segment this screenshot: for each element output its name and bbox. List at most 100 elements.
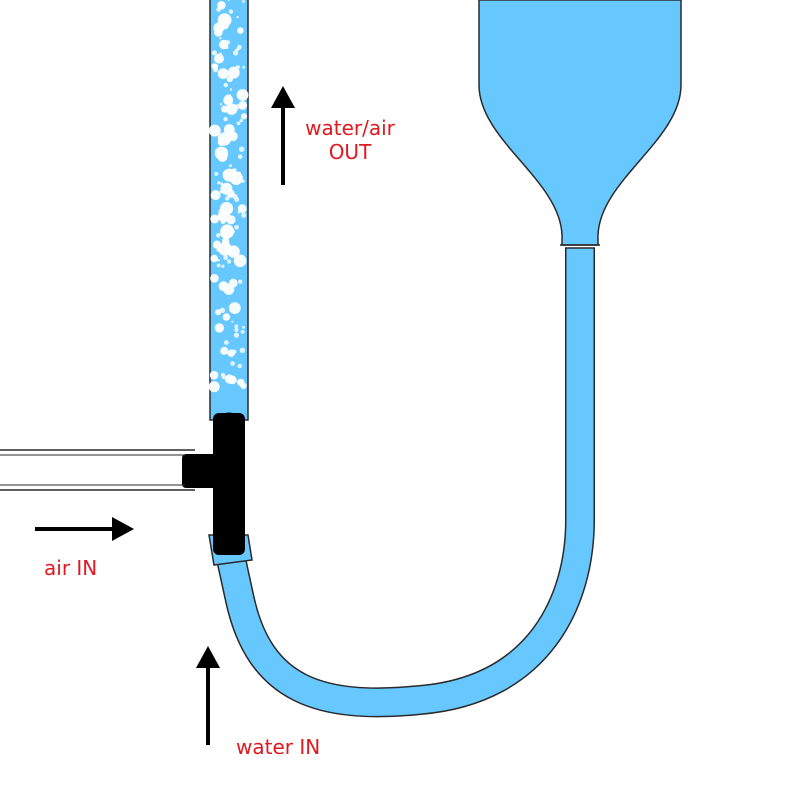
air-bubble	[224, 340, 229, 345]
air-bubble	[240, 330, 245, 334]
air-bubble	[237, 154, 243, 159]
air-bubble	[236, 89, 249, 101]
air-bubble	[225, 103, 238, 115]
air-bubble	[241, 212, 247, 218]
arrow-right-air-icon	[35, 517, 134, 541]
air-bubble	[227, 0, 230, 2]
air-bubble	[226, 39, 229, 42]
air-bubble	[237, 44, 242, 50]
air-bubble	[226, 215, 236, 225]
air-bubble	[237, 27, 244, 34]
air-bubble	[227, 66, 240, 79]
arrow-up-out-icon	[271, 86, 295, 185]
air-bubble	[220, 346, 229, 355]
air-bubble	[219, 103, 223, 106]
air-bubble	[231, 349, 237, 355]
air-bubble	[214, 53, 224, 64]
air-bubble	[217, 1, 226, 10]
water-supply-tube-fill	[214, 248, 594, 716]
air-bubble	[215, 309, 222, 316]
air-bubble	[210, 214, 220, 224]
air-bubble	[239, 347, 246, 353]
air-bubble	[211, 50, 217, 56]
air-bubble	[228, 302, 241, 314]
air-bubble	[228, 9, 234, 14]
air-bubble	[223, 124, 235, 135]
air-bubble	[224, 168, 237, 182]
air-bubble	[234, 324, 239, 329]
air-bubble	[223, 255, 229, 261]
air-bubble	[210, 190, 221, 201]
air-bubble	[238, 176, 242, 179]
air-bubble	[225, 196, 230, 201]
air-bubble	[210, 274, 219, 283]
air-bubble	[242, 325, 245, 329]
air-bubble	[241, 179, 245, 183]
water-supply-tube	[213, 248, 595, 718]
air-bubble	[224, 249, 228, 252]
air-bubble	[238, 101, 248, 110]
air-bubble	[237, 204, 247, 214]
air-bubble	[213, 22, 225, 34]
air-bubble	[239, 118, 243, 123]
air-bubble	[218, 281, 229, 292]
air-bubble	[220, 219, 226, 225]
air-bubble	[220, 182, 223, 186]
air-bubble	[234, 225, 239, 230]
air-bubble	[218, 208, 227, 216]
water-air-out-label-line1: water/air	[305, 116, 395, 140]
air-bubble	[240, 382, 247, 390]
air-bubble	[242, 0, 245, 3]
air-bubble	[233, 168, 237, 171]
air-bubble	[216, 247, 221, 252]
air-bubble	[238, 279, 243, 284]
air-bubble	[229, 88, 233, 91]
air-supply-tube	[0, 449, 195, 491]
air-bubble	[214, 146, 229, 160]
air-bubble	[232, 133, 238, 139]
air-bubble	[216, 233, 221, 238]
air-bubble	[219, 37, 222, 40]
air-bubble	[208, 124, 221, 137]
air-bubble	[211, 63, 217, 69]
air-bubble	[209, 370, 219, 380]
air-bubble	[233, 254, 247, 268]
water-in-label: water IN	[236, 735, 321, 759]
air-bubble	[220, 372, 226, 378]
t-fitting	[182, 412, 245, 555]
air-bubble	[235, 65, 240, 70]
air-bubble	[227, 245, 240, 258]
air-bubble	[228, 375, 237, 385]
air-bubble	[223, 116, 228, 122]
air-bubble	[242, 65, 246, 69]
air-bubble	[215, 133, 219, 136]
air-bubble	[219, 39, 229, 50]
air-bubble	[217, 258, 220, 262]
air-bubble	[214, 323, 225, 333]
air-bubble	[234, 197, 240, 202]
air-bubble	[220, 224, 235, 239]
air-bubble	[226, 259, 232, 264]
air-bubbles	[208, 0, 249, 393]
air-bubble	[223, 82, 229, 88]
air-bubble	[236, 15, 239, 19]
air-bubble	[217, 138, 226, 146]
air-bubble	[237, 363, 242, 369]
arrow-up-water-icon	[196, 646, 220, 745]
air-bubble	[231, 320, 234, 323]
air-bubble	[220, 182, 233, 195]
water-air-out-label-line2: OUT	[328, 140, 372, 164]
air-bubble	[224, 240, 230, 246]
air-bubble	[214, 171, 219, 176]
air-bubble	[240, 113, 248, 120]
air-bubble	[232, 230, 235, 233]
air-bubble	[222, 313, 231, 321]
air-bubble	[216, 263, 221, 268]
air-bubble	[219, 307, 226, 314]
air-bubble	[208, 381, 220, 393]
air-bubble	[229, 164, 232, 168]
air-bubble	[239, 146, 245, 152]
air-in-label: air IN	[44, 556, 98, 580]
air-bubble	[236, 121, 241, 126]
